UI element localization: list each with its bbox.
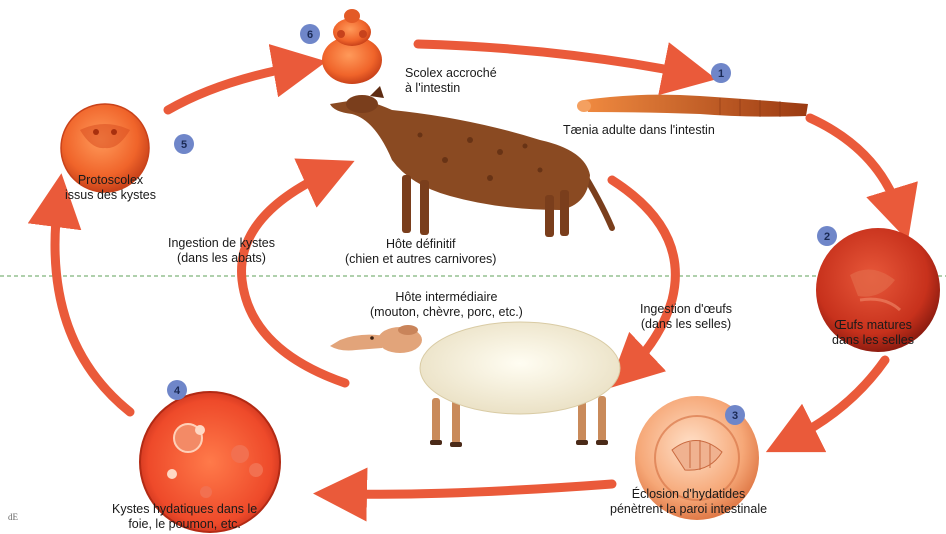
cyst-ingestion-line-2: (dans les abats) (168, 251, 275, 266)
badge-1-number: 1 (718, 68, 724, 80)
badge-5-number: 5 (181, 139, 187, 151)
adult-taenia-illustration (577, 95, 808, 117)
definitive-host-examples: (chien et autres carnivores) (345, 252, 496, 267)
arrow-cysts-to-dog (242, 172, 345, 383)
badge-4-number: 4 (174, 385, 181, 397)
stage-3-label-line-1: Éclosion d'hydatides (610, 487, 767, 502)
intermediate-host-examples: (mouton, chèvre, porc, etc.) (370, 305, 523, 320)
stage-4-label-line-2: foie, le poumon, etc. (112, 517, 257, 532)
arrow-4-to-5 (55, 200, 130, 412)
stage-6-label-line-1: Scolex accroché (405, 66, 497, 81)
cyst-ingestion-line-1: Ingestion de kystes (168, 236, 275, 251)
badge-2-number: 2 (824, 231, 830, 243)
arrow-1-to-2 (810, 118, 900, 215)
dog-illustration (330, 86, 612, 237)
stage-1-label-line-1: Tænia adulte dans l'intestin (563, 123, 715, 138)
stage-2-label: Œufs matures dans les selles (832, 318, 914, 348)
stage-6-label-line-2: à l'intestin (405, 81, 497, 96)
stage-2-label-line-2: dans les selles (832, 333, 914, 348)
egg-ingestion-line-1: Ingestion d'œufs (640, 302, 732, 317)
stage-4-label-line-1: Kystes hydatiques dans le (112, 502, 257, 517)
stage-2-label-line-1: Œufs matures (832, 318, 914, 333)
definitive-host-label: Hôte définitif (chien et autres carnivor… (345, 237, 496, 267)
egg-ingestion-label: Ingestion d'œufs (dans les selles) (640, 302, 732, 332)
stage-5-label-line-2: issus des kystes (65, 188, 156, 203)
scolex-illustration (322, 9, 382, 84)
stage-3-label-line-2: pénètrent la paroi intestinale (610, 502, 767, 517)
arrow-5-to-6 (168, 66, 300, 110)
stage-4-label: Kystes hydatiques dans le foie, le poumo… (112, 502, 257, 532)
stage-5-label-line-1: Protoscolex (65, 173, 156, 188)
cyst-ingestion-label: Ingestion de kystes (dans les abats) (168, 236, 275, 266)
stage-6-label: Scolex accroché à l'intestin (405, 66, 497, 96)
arrow-eggs-to-sheep (612, 180, 675, 370)
stage-3-label: Éclosion d'hydatides pénètrent la paroi … (610, 487, 767, 517)
sheep-illustration (330, 322, 620, 447)
arrow-3-to-4 (340, 484, 612, 494)
image-credit: dE (8, 512, 18, 522)
intermediate-host-label: Hôte intermédiaire (mouton, chèvre, porc… (370, 290, 523, 320)
intermediate-host-title: Hôte intermédiaire (370, 290, 523, 305)
definitive-host-title: Hôte définitif (345, 237, 496, 252)
arrow-2-to-3 (790, 360, 885, 440)
badge-3-number: 3 (732, 410, 738, 422)
stage-5-label: Protoscolex issus des kystes (65, 173, 156, 203)
egg-ingestion-line-2: (dans les selles) (640, 317, 732, 332)
badge-6-number: 6 (307, 29, 313, 41)
stage-1-label: Tænia adulte dans l'intestin (563, 123, 715, 138)
